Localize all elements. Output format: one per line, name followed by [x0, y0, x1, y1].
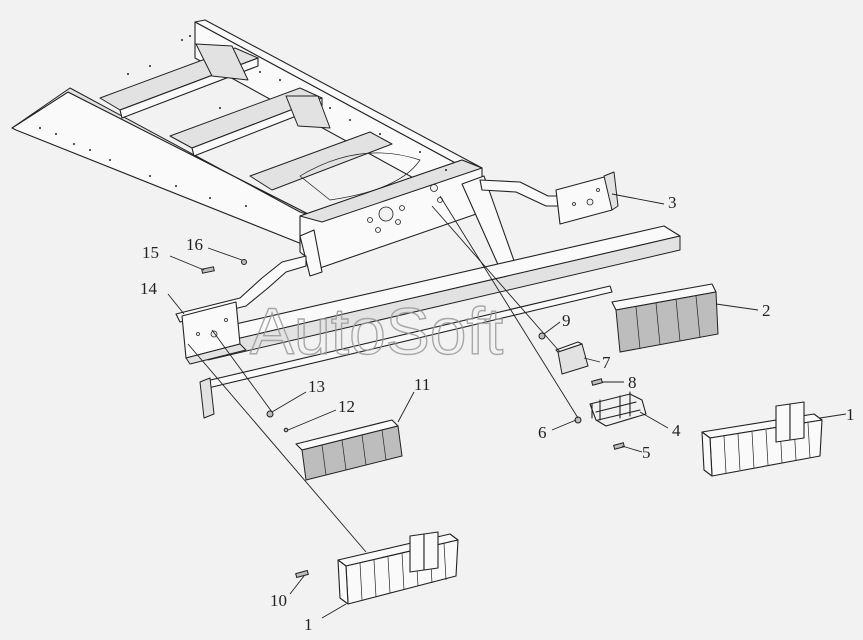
callout-9: 9 [562, 311, 571, 330]
bolt-15 [201, 266, 215, 274]
callout-4: 4 [672, 421, 681, 440]
tail-lamp-right-lens [615, 291, 719, 353]
callout-6: 6 [538, 423, 547, 442]
rear-end-plate-top [299, 159, 483, 223]
nut-9 [538, 332, 546, 340]
rear-support-leg-left [299, 229, 323, 277]
tail-lamp-right [611, 283, 719, 353]
chassis-frame [11, 19, 519, 279]
assembly-lines [187, 195, 579, 553]
nut-13 [266, 410, 274, 418]
callout-16: 16 [186, 235, 203, 254]
callout-7: 7 [602, 353, 611, 372]
marker-lamp [555, 341, 589, 375]
tail-lamp-left [295, 419, 403, 481]
cross-member-3 [249, 131, 393, 191]
frame-bracket-2 [285, 95, 331, 129]
bolt-10 [295, 569, 309, 579]
callout-labels: 1 1 2 3 4 5 6 7 8 9 10 11 12 13 14 15 16 [140, 193, 855, 634]
step-basket-right [701, 401, 823, 477]
callout-1-left: 1 [304, 615, 313, 634]
callout-8: 8 [628, 373, 637, 392]
bumper-beam [191, 225, 681, 419]
right-light-bracket [479, 171, 619, 225]
screw-8 [591, 378, 603, 386]
callout-13: 13 [308, 377, 325, 396]
fasteners [201, 259, 625, 579]
right-light-plate [555, 175, 613, 225]
tail-lamp-left-lens [301, 425, 403, 481]
callout-2: 2 [762, 301, 771, 320]
rivet-pattern [39, 35, 447, 207]
end-plate-hole [378, 206, 394, 222]
washer-12 [283, 427, 289, 433]
callout-10: 10 [270, 591, 287, 610]
lamp-guard [589, 391, 647, 427]
bumper-beam-end [199, 377, 215, 419]
callout-3: 3 [668, 193, 677, 212]
frame-opening [299, 152, 421, 201]
step-basket-left [337, 531, 459, 605]
frame-bracket-1 [195, 43, 249, 81]
callout-15: 15 [142, 243, 159, 262]
callout-12: 12 [338, 397, 355, 416]
callout-1-right: 1 [846, 405, 855, 424]
screw-5 [613, 442, 625, 450]
callout-leaders [167, 193, 847, 619]
callout-11: 11 [414, 375, 430, 394]
watermark: AutoSoft [250, 294, 503, 368]
right-light-plate-edge [603, 171, 619, 211]
callout-5: 5 [642, 443, 651, 462]
washer-16 [241, 259, 247, 265]
callout-14: 14 [140, 279, 158, 298]
